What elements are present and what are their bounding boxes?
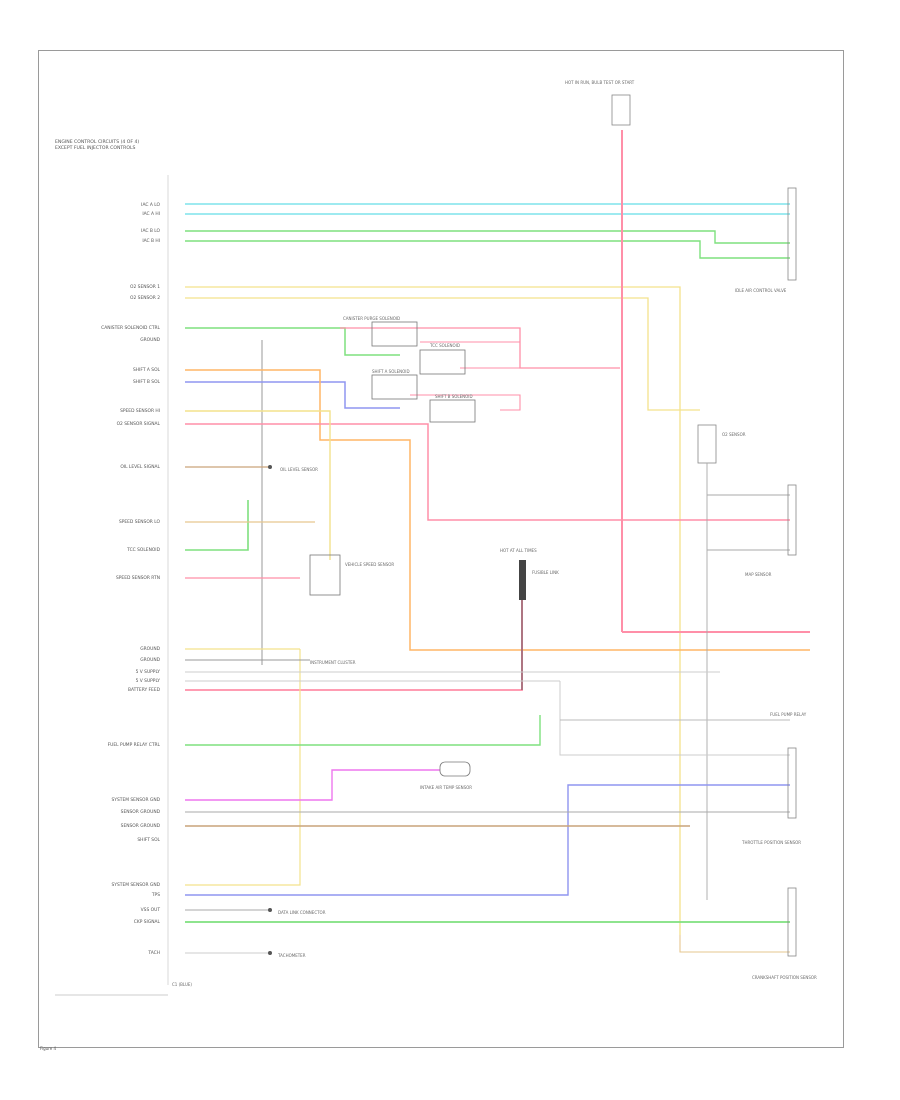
data-link-label: DATA LINK CONNECTOR bbox=[278, 910, 326, 915]
fusible-link-icon bbox=[519, 560, 526, 600]
wire-sensor-5v bbox=[185, 649, 301, 886]
fuel-pump-label: FUEL PUMP RELAY bbox=[770, 712, 807, 717]
idle-air-label: IDLE AIR CONTROL VALVE bbox=[735, 288, 787, 293]
wire-iac-b-hi bbox=[185, 240, 790, 259]
diagram-frame bbox=[38, 50, 844, 1048]
oil-level-label: OIL LEVEL SENSOR bbox=[280, 467, 318, 472]
pcm-pin-label: SYSTEM SENSOR GND bbox=[111, 798, 161, 803]
wire-canister-ctrl bbox=[185, 327, 400, 356]
iat-sensor-box bbox=[439, 761, 471, 777]
canister-label: CANISTER PURGE SOLENOID bbox=[343, 316, 401, 321]
wire-tps-5v bbox=[559, 681, 790, 756]
speed-sensor-box bbox=[309, 554, 341, 596]
shift-b-solenoid-box bbox=[429, 399, 476, 423]
tachometer-label: TACHOMETER bbox=[278, 953, 306, 958]
pcm-pin-label: O2 SENSOR SIGNAL bbox=[116, 422, 160, 427]
wire-o2-sensor-2 bbox=[185, 297, 700, 411]
pcm-pin-label: TCC SOLENOID bbox=[127, 548, 160, 553]
pcm-pin-label: 5 V SUPPLY bbox=[135, 679, 160, 684]
tcc-label: TCC SOLENOID bbox=[430, 343, 460, 348]
pcm-pin-label: IAC A LO bbox=[141, 203, 160, 208]
pcm-pin-label: CANISTER SOLENOID CTRL bbox=[101, 326, 160, 331]
pcm-pin-label: IAC B LO bbox=[141, 229, 160, 234]
canister-solenoid-box bbox=[371, 321, 418, 347]
wire-fuel-pump bbox=[185, 715, 541, 746]
wire-sensor-ground-branches bbox=[707, 494, 790, 551]
pcm-pin-label: TACH bbox=[148, 951, 160, 956]
o2-sensor-box bbox=[697, 424, 717, 464]
wire-shift-a bbox=[185, 369, 810, 651]
tps-label: THROTTLE POSITION SENSOR bbox=[742, 840, 802, 845]
pcm-pin-label: GROUND bbox=[140, 338, 160, 343]
map-label: MAP SENSOR bbox=[745, 572, 772, 577]
pcm-pin-label: SPEED SENSOR RTN bbox=[116, 576, 160, 581]
pcm-pin-label: BATTERY FEED bbox=[127, 688, 160, 693]
wire-solenoid-feed bbox=[340, 327, 620, 369]
pcm-pin-label: TPS bbox=[151, 893, 160, 898]
pcm-connector-label: C1 (BLUE) bbox=[172, 982, 192, 987]
shift-b-label: SHIFT B SOLENOID bbox=[435, 394, 473, 399]
pcm-pin-label: GROUND bbox=[140, 647, 160, 652]
ckp-label: CRANKSHAFT POSITION SENSOR bbox=[752, 975, 817, 980]
wire-o2-sensor-1 bbox=[185, 286, 681, 935]
hot-at-all-times-label: HOT AT ALL TIMES bbox=[500, 548, 537, 553]
pcm-pin-label: SENSOR GROUND bbox=[120, 824, 160, 829]
pcm-pin-label: IAC B HI bbox=[142, 239, 160, 244]
pcm-pin-label: VSS OUT bbox=[140, 908, 160, 913]
pcm-pin-label: SHIFT A SOL bbox=[133, 368, 160, 373]
wire-iac-b-lo bbox=[185, 230, 790, 244]
shift-a-label: SHIFT A SOLENOID bbox=[372, 369, 410, 374]
vss-connector bbox=[787, 484, 797, 556]
pcm-pin-label: FUEL PUMP RELAY CTRL bbox=[107, 743, 160, 748]
pcm-pin-label: SHIFT SOL bbox=[137, 838, 160, 843]
speed-sensor-label: VEHICLE SPEED SENSOR bbox=[345, 562, 395, 567]
o2-sensor-label: O2 SENSOR bbox=[722, 432, 746, 437]
pcm-pin-label: CKP SIGNAL bbox=[133, 920, 160, 925]
ckp-connector bbox=[787, 887, 797, 957]
pcm-pin-label: SENSOR GROUND bbox=[120, 810, 160, 815]
wire-tps bbox=[185, 784, 790, 896]
pcm-pin-label: SPEED SENSOR HI bbox=[120, 409, 160, 414]
pcm-pin-label: SPEED SENSOR LO bbox=[118, 520, 160, 525]
pcm-pin-label: SYSTEM SENSOR GND bbox=[111, 883, 161, 888]
fusible-link-label: FUSIBLE LINK bbox=[532, 570, 559, 575]
pcm-pin-label: IAC A HI bbox=[142, 212, 160, 217]
figure-caption: Figure 4 bbox=[40, 1046, 57, 1051]
fuse-box bbox=[611, 94, 631, 126]
wire-ckp-ground bbox=[679, 935, 790, 953]
wire-speed-sensor-hi bbox=[185, 423, 790, 521]
fuse-label: HOT IN RUN, BULB TEST OR START bbox=[565, 80, 635, 85]
splice-tach bbox=[268, 951, 272, 955]
splice-vss bbox=[268, 908, 272, 912]
pcm-pin-label: O2 SENSOR 2 bbox=[130, 296, 160, 301]
wire-tcc bbox=[185, 500, 249, 551]
wire-shift-b bbox=[185, 381, 400, 409]
wire-iat bbox=[185, 769, 440, 801]
wire-solenoid-feed-branches bbox=[410, 341, 521, 411]
splice-oil-level bbox=[268, 465, 272, 469]
tcc-solenoid-box bbox=[419, 349, 466, 375]
pcm-pin-label: SHIFT B SOL bbox=[132, 380, 160, 385]
diagram-title: ENGINE CONTROL CIRCUITS (4 OF 4) bbox=[55, 140, 140, 145]
wire-speed-sensor-sig bbox=[185, 410, 331, 560]
pcm-pin-label: 5 V SUPPLY bbox=[135, 670, 160, 675]
diagram-subtitle: EXCEPT FUEL INJECTOR CONTROLS bbox=[55, 146, 136, 151]
iat-label: INTAKE AIR TEMP SENSOR bbox=[420, 785, 473, 790]
tps-connector bbox=[787, 747, 797, 819]
shift-a-solenoid-box bbox=[371, 374, 418, 400]
pcm-pin-label: O2 SENSOR 1 bbox=[130, 285, 160, 290]
wire-battery-feed bbox=[185, 600, 523, 691]
pcm-pin-label: OIL LEVEL SIGNAL bbox=[120, 465, 160, 470]
pcm-pin-label: GROUND bbox=[140, 658, 160, 663]
iac-connector bbox=[787, 187, 797, 281]
inst-cluster-label: INSTRUMENT CLUSTER bbox=[310, 660, 356, 665]
